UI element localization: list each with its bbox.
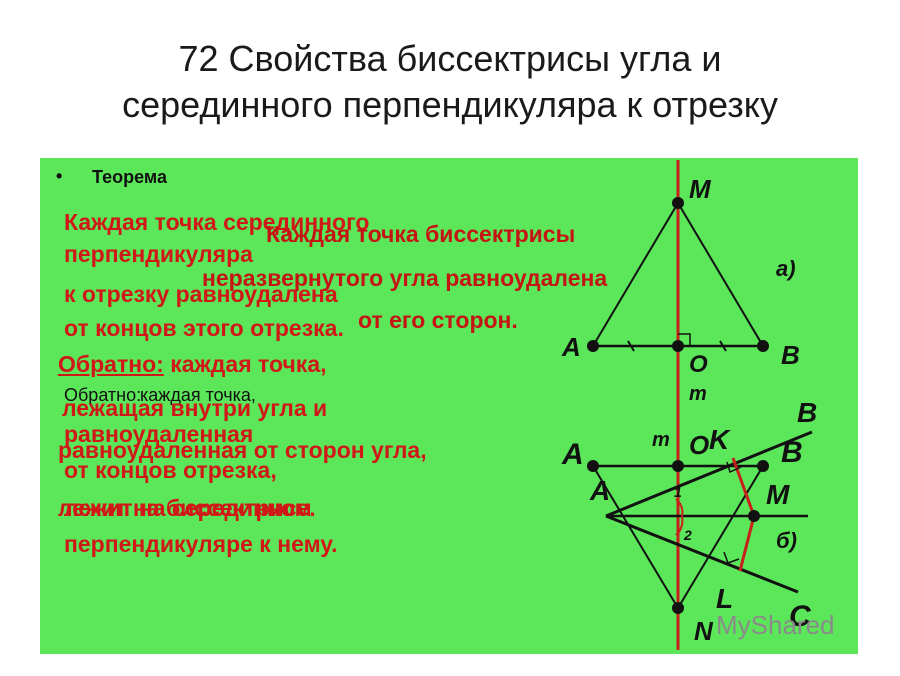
bisector-theorem-line-1: Каждая точка биссектрисы — [266, 221, 576, 247]
bisector-theorem-line-3: от его сторон. — [358, 307, 518, 333]
label-B-top: B — [781, 340, 800, 370]
tick-mark-2 — [719, 340, 727, 352]
perp-MK — [731, 457, 756, 517]
converse-black-line-2: равноудаленная — [64, 421, 254, 447]
converse-black-label: Обратно: — [64, 385, 142, 405]
tick-mark-1 — [627, 340, 635, 352]
segment-MB — [677, 202, 764, 347]
point-O-b — [672, 460, 684, 472]
theorem-label: Теорема — [92, 167, 167, 187]
segment-BN — [677, 465, 764, 609]
label-C: C — [789, 600, 812, 633]
right-angle-mark-L — [723, 551, 740, 564]
ray-AC — [605, 514, 799, 594]
title-line-2: серединного перпендикуляра к отрезку — [122, 84, 778, 125]
converse-black-line-4: лежит на серединном — [64, 495, 312, 521]
label-O-top: O — [689, 351, 708, 378]
point-N — [672, 602, 684, 614]
bisector-theorem-line-2: неразвернутого угла равноудалена — [202, 265, 608, 291]
right-angle-mark-K — [726, 461, 742, 474]
point-O-a — [672, 340, 684, 352]
perp-theorem-line-1: Каждая точка серединного — [64, 209, 370, 235]
label-L: L — [716, 583, 733, 614]
label-K: K — [709, 424, 731, 455]
label-m-top: m — [689, 383, 707, 405]
watermark-text: MyShared — [716, 610, 835, 640]
content-panel — [40, 158, 858, 654]
label-m-mid: m — [652, 429, 670, 451]
label-A-mid: A — [561, 438, 584, 471]
perp-theorem-line-3: к отрезку равноудалена — [64, 281, 338, 307]
converse-black-line-1: каждая точка, — [140, 385, 256, 405]
bullet-marker: • — [56, 166, 63, 186]
label-O-mid: O — [689, 430, 709, 460]
point-A-a — [587, 340, 599, 352]
label-A-top: A — [561, 332, 581, 362]
label-A-vertex: A — [589, 475, 610, 506]
right-angle-mark-a — [678, 333, 691, 346]
point-M — [672, 197, 684, 209]
converse-red-line-4: лежит на биссектрисе. — [58, 495, 316, 521]
label-angle-2: 2 — [683, 527, 692, 543]
converse-red-line-2: лежащая внутри угла и — [62, 395, 328, 421]
perp-theorem-line-2: перпендикуляра — [64, 241, 253, 267]
point-M-b — [748, 510, 760, 522]
converse-red-label: Обратно: — [58, 351, 164, 377]
perp-ML — [738, 515, 756, 572]
label-b: б) — [776, 528, 797, 553]
label-N: N — [694, 616, 714, 646]
point-B-a — [757, 340, 769, 352]
perp-theorem-line-4: от концов этого отрезка. — [64, 315, 344, 341]
angle-arc-1 — [675, 498, 684, 517]
converse-black-line-3: от концов отрезка, — [64, 457, 277, 483]
converse-black-line-5: перпендикуляре к нему. — [64, 531, 338, 557]
label-B-mid: B — [781, 436, 803, 469]
label-a: а) — [776, 256, 796, 281]
converse-red-line-3: равноудаленная от сторон угла, — [58, 437, 427, 463]
ray-AB — [605, 430, 813, 518]
label-angle-1: 1 — [674, 484, 682, 500]
label-B-ray: B — [797, 397, 817, 428]
title-line-1: 72 Свойства биссектрисы угла и — [178, 38, 722, 79]
slide-title: 72 Свойства биссектрисы угла и серединно… — [0, 36, 900, 128]
converse-red-line-1: каждая точка, — [163, 351, 327, 377]
angle-arc-2 — [675, 515, 684, 536]
segment-AN — [592, 465, 679, 609]
segment-MA — [592, 202, 679, 347]
label-M-mid: M — [766, 479, 790, 510]
label-M-top: M — [689, 174, 712, 204]
